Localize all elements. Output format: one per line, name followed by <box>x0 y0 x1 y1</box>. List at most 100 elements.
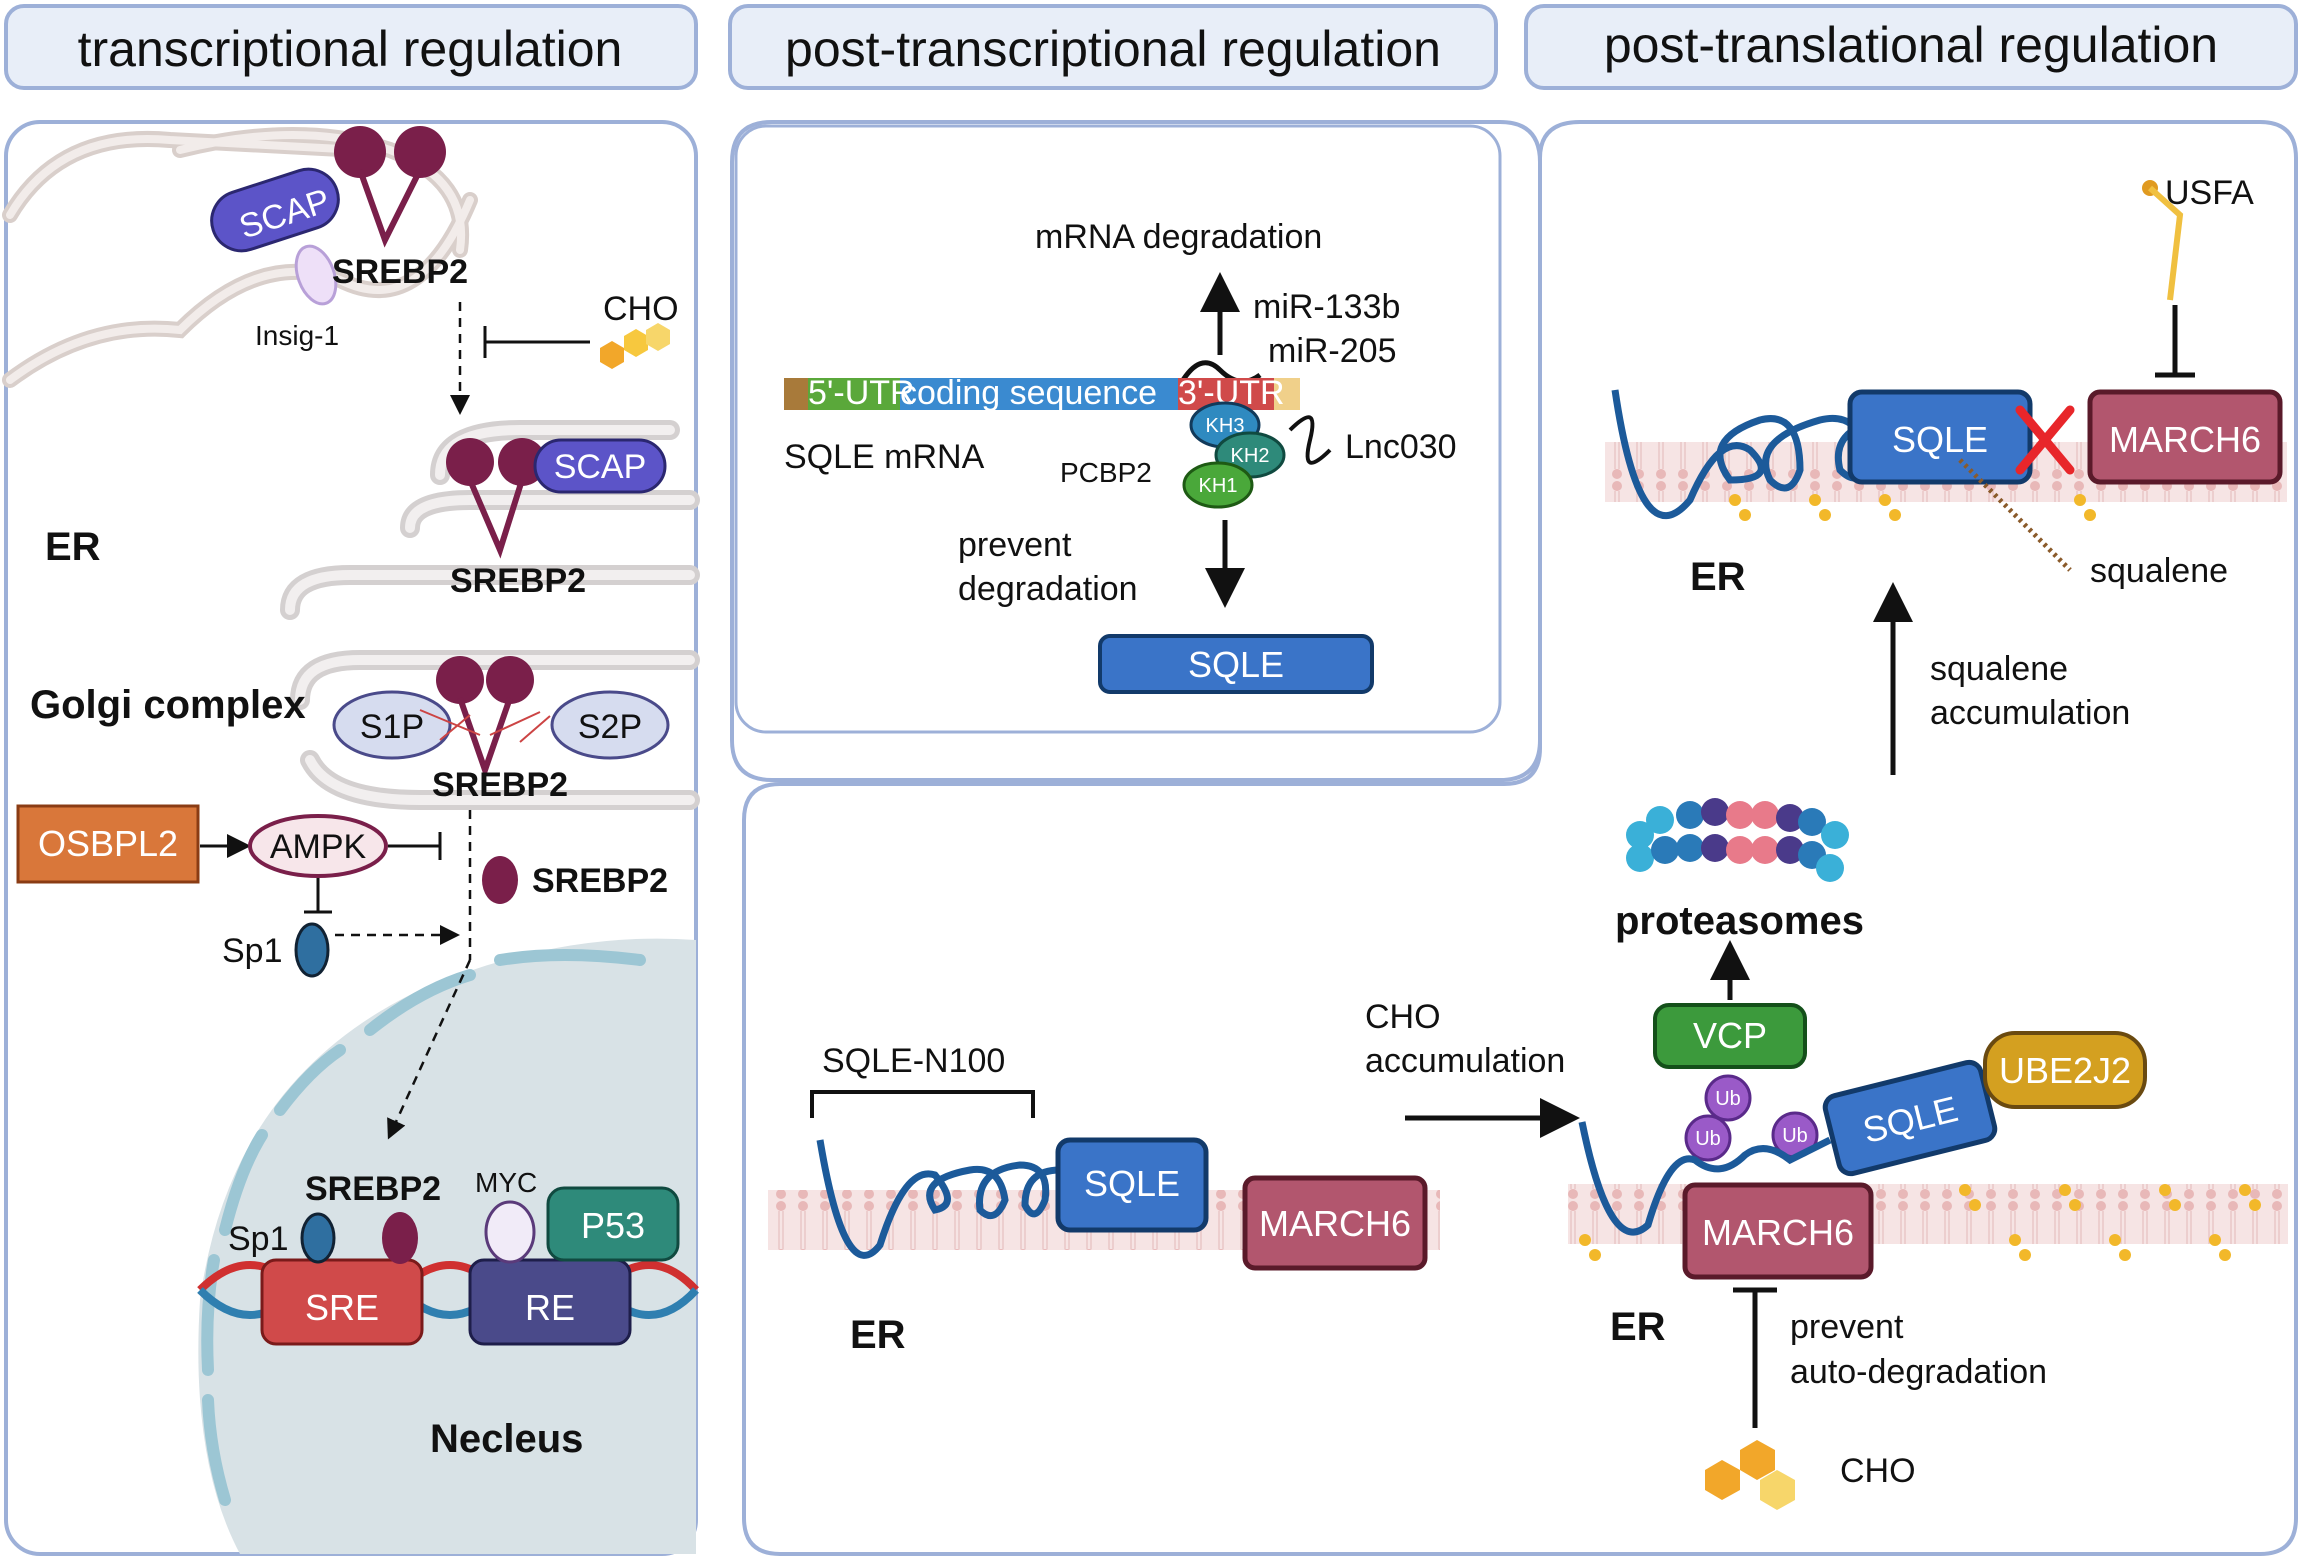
sp1-label-nucleus: Sp1 <box>228 1220 289 1258</box>
re-box: RE <box>468 1258 632 1346</box>
vcp-label: VCP <box>1693 1015 1767 1056</box>
sqle-protein-box-posttranscriptional: SQLE <box>1098 634 1374 694</box>
no-interaction-cross-icon <box>2015 405 2075 475</box>
ampk-label: AMPK <box>270 828 367 866</box>
srebp2-label-nucleus: SREBP2 <box>305 1170 441 1208</box>
osbpl2-label: OSBPL2 <box>38 823 178 864</box>
pcbp2-protein: KH3 KH2 KH1 <box>1182 401 1286 509</box>
header-post-translational: post-translational regulation <box>1524 4 2298 90</box>
ube2j2-label: UBE2J2 <box>1999 1050 2131 1091</box>
panel-post-translational <box>742 120 2298 1556</box>
sre-label: SRE <box>305 1287 379 1328</box>
prevent-autodegradation-label-1: prevent <box>1790 1308 1904 1346</box>
p53-label: P53 <box>581 1205 645 1246</box>
prevent-autodegradation-label-2: auto-degradation <box>1790 1353 2047 1391</box>
march6-box-bottom-middle: MARCH6 <box>1242 1175 1428 1271</box>
myc-icon <box>484 1200 536 1264</box>
srebp2-label-cleaved: SREBP2 <box>432 766 568 804</box>
srebp2-nuclear-fragment <box>482 856 518 904</box>
nuclear-envelope <box>201 949 646 1506</box>
cho-accumulation-label-2: accumulation <box>1365 1042 1565 1080</box>
squalene-accumulation-label-1: squalene <box>1930 650 2068 688</box>
ampk-oval: AMPK <box>248 814 388 878</box>
insig1-label: Insig-1 <box>255 320 339 351</box>
header-transcriptional: transcriptional regulation <box>4 4 698 90</box>
sp1-icon-nucleus <box>300 1212 336 1264</box>
s1p-label: S1P <box>360 708 424 746</box>
sqle-box-top-right: SQLE <box>1847 389 2033 485</box>
ub-label-1: Ub <box>1715 1088 1741 1110</box>
p53-box: P53 <box>546 1186 680 1262</box>
kh2-label: KH2 <box>1231 445 1270 467</box>
cholesterol-in-membrane-top <box>1729 494 2096 521</box>
er-membrane-bottom-right <box>1568 1184 2288 1244</box>
sqle-label-top-right: SQLE <box>1892 419 1988 460</box>
pcbp2-label: PCBP2 <box>1060 457 1152 488</box>
utr5-label: 5'-UTR <box>808 374 915 412</box>
header-post-transcriptional: post-transcriptional regulation <box>728 4 1498 90</box>
cho-label-bottom: CHO <box>1840 1452 1916 1490</box>
lnc030-label: Lnc030 <box>1345 428 1457 466</box>
scap-label-golgi: SCAP <box>554 448 647 486</box>
sp1-label-cytoplasm: Sp1 <box>222 932 283 970</box>
sqle-label-bottom-middle: SQLE <box>1084 1163 1180 1204</box>
ube2j2-box: UBE2J2 <box>1983 1031 2147 1109</box>
inner-post-transcriptional-box <box>734 124 1502 734</box>
er-label-transcriptional: ER <box>45 525 101 569</box>
header-post-translational-label: post-translational regulation <box>1604 17 2218 73</box>
sqle-box-ubiquitinated: SQLE <box>1822 1059 1998 1177</box>
s1p-s2p-cleavage <box>332 656 670 780</box>
sp1-icon-cytoplasm <box>294 922 330 978</box>
march6-box-bottom-right: MARCH6 <box>1682 1182 1874 1280</box>
cho-label-transcriptional: CHO <box>603 290 679 328</box>
prevent-label: prevent <box>958 526 1072 564</box>
mir205-label: miR-205 <box>1268 332 1396 370</box>
myc-label: MYC <box>475 1167 537 1198</box>
sre-box: SRE <box>260 1258 424 1346</box>
march6-label-top-right: MARCH6 <box>2109 419 2261 460</box>
srebp2-label-er: SREBP2 <box>332 253 468 291</box>
srebp2-label-fragment: SREBP2 <box>532 862 668 900</box>
proteasome-icon <box>1626 798 1849 882</box>
squalene-label: squalene <box>2090 552 2228 590</box>
mrna-degradation-label: mRNA degradation <box>1035 218 1322 256</box>
degradation-label: degradation <box>958 570 1138 608</box>
er-label-bottom-right: ER <box>1610 1305 1666 1349</box>
sqle-chain-bottom-right <box>1578 1121 1832 1236</box>
proteasomes-label: proteasomes <box>1615 899 1864 943</box>
usfa-label: USFA <box>2165 174 2254 212</box>
er-label-top-right: ER <box>1690 555 1746 599</box>
srebp2-to-nucleus-arrow <box>387 959 472 1140</box>
sqle-n100-label: SQLE-N100 <box>822 1042 1005 1080</box>
sqle-mrna: 5'-UTR coding sequence 3'-UTR <box>784 374 1300 412</box>
osbpl2-box: OSBPL2 <box>16 804 200 884</box>
lnc030-strand <box>1288 415 1332 465</box>
golgi-label: Golgi complex <box>30 683 306 727</box>
ub-label-3: Ub <box>1782 1125 1808 1147</box>
sqle-n100-bracket <box>810 1090 1035 1118</box>
sqle-mrna-label: SQLE mRNA <box>784 438 985 476</box>
header-post-transcriptional-label: post-transcriptional regulation <box>785 21 1441 77</box>
sqle-label-posttranscriptional: SQLE <box>1188 644 1284 685</box>
kh1-label: KH1 <box>1199 475 1238 497</box>
cho-accumulation-label-1: CHO <box>1365 998 1441 1036</box>
panel-post-transcriptional <box>730 120 1542 782</box>
srebp2-label-golgi: SREBP2 <box>450 562 586 600</box>
march6-label-bottom-right: MARCH6 <box>1702 1212 1854 1253</box>
scap-srebp2-er-complex: SCAP <box>210 126 446 306</box>
march6-box-top-right: MARCH6 <box>2087 389 2283 485</box>
header-transcriptional-label: transcriptional regulation <box>78 21 623 77</box>
sqle-box-bottom-middle: SQLE <box>1055 1137 1209 1233</box>
cho-molecule-icon-bottom <box>1705 1440 1795 1510</box>
usfa-molecule-icon <box>2147 185 2184 301</box>
sqle-chain-bottom-middle <box>816 1139 1061 1259</box>
re-label: RE <box>525 1287 575 1328</box>
squalene-accumulation-label-2: accumulation <box>1930 694 2130 732</box>
march6-label-bottom-middle: MARCH6 <box>1259 1203 1411 1244</box>
vcp-box: VCP <box>1653 1003 1807 1069</box>
scap-srebp2-golgi-complex: SCAP <box>446 438 667 559</box>
nucleus <box>198 938 697 1554</box>
mir133b-label: miR-133b <box>1253 288 1400 326</box>
kh3-label: KH3 <box>1206 415 1245 437</box>
